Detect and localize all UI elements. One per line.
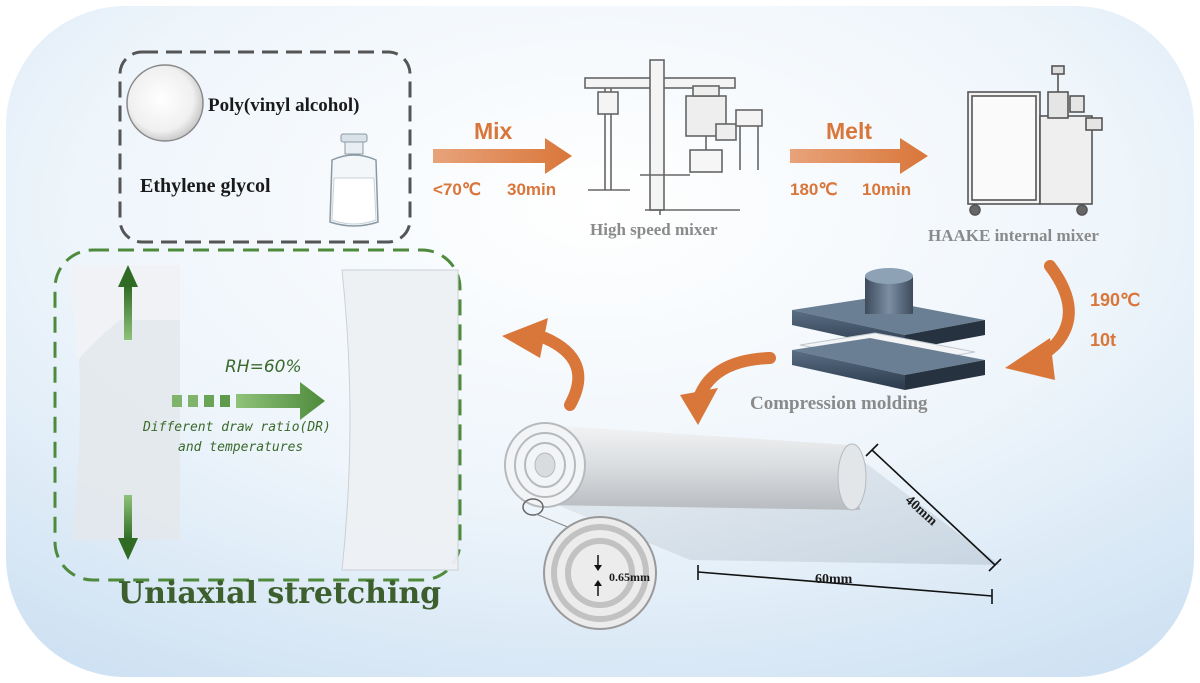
melt-arrow <box>790 138 928 174</box>
stretching-box <box>53 248 462 582</box>
reagent-bottle-icon <box>329 133 379 227</box>
compression-molding-label: Compression molding <box>750 393 928 414</box>
stretch-process-arrow <box>172 382 325 420</box>
press-arrow-head <box>1005 338 1055 380</box>
pva-powder-icon <box>126 64 204 142</box>
pva-label: Poly(vinyl alcohol) <box>208 95 360 116</box>
mix-time-label: 30min <box>507 180 557 199</box>
compression-press-icon <box>792 268 985 390</box>
stretch-arrow-head <box>502 318 548 358</box>
materials-box <box>118 50 412 244</box>
press-force-label: 10t <box>1090 330 1117 350</box>
eg-label: Ethylene glycol <box>140 175 271 197</box>
melt-time-label: 10min <box>862 180 912 199</box>
stretch-down-arrow <box>118 495 138 560</box>
width-dimension <box>865 443 1002 572</box>
rh-condition-label: RH=60% <box>225 357 302 377</box>
high-speed-mixer-icon <box>584 59 763 215</box>
magnified-cross-section <box>543 516 657 630</box>
stretch-up-arrow <box>118 265 138 340</box>
mix-temp-label: <70℃ <box>433 180 481 199</box>
film-after-stretch <box>341 269 459 571</box>
draw-ratio-note-line2: and temperatures <box>178 440 304 455</box>
stretch-arrow-curve <box>539 332 585 411</box>
mix-label: Mix <box>474 118 513 144</box>
film-arrow-head <box>680 388 718 425</box>
mix-arrow <box>433 138 572 174</box>
haake-internal-mixer-icon <box>967 65 1103 216</box>
thickness-label: 0.65mm <box>609 570 650 584</box>
haake-mixer-label: HAAKE internal mixer <box>928 226 1099 245</box>
melt-temp-label: 180℃ <box>790 180 838 199</box>
film-arrow-curve <box>694 352 776 401</box>
length-dimension <box>697 565 993 604</box>
press-arrow-curve <box>1034 260 1075 364</box>
press-temp-label: 190℃ <box>1090 290 1141 310</box>
melt-label: Melt <box>826 118 872 144</box>
film-roll-icon <box>504 422 1000 565</box>
uniaxial-stretching-title: Uniaxial stretching <box>118 576 442 611</box>
length-label: 60mm <box>815 572 853 587</box>
draw-ratio-note-line1: Different draw ratio(DR) <box>143 420 331 435</box>
high-speed-mixer-label: High speed mixer <box>590 220 718 239</box>
